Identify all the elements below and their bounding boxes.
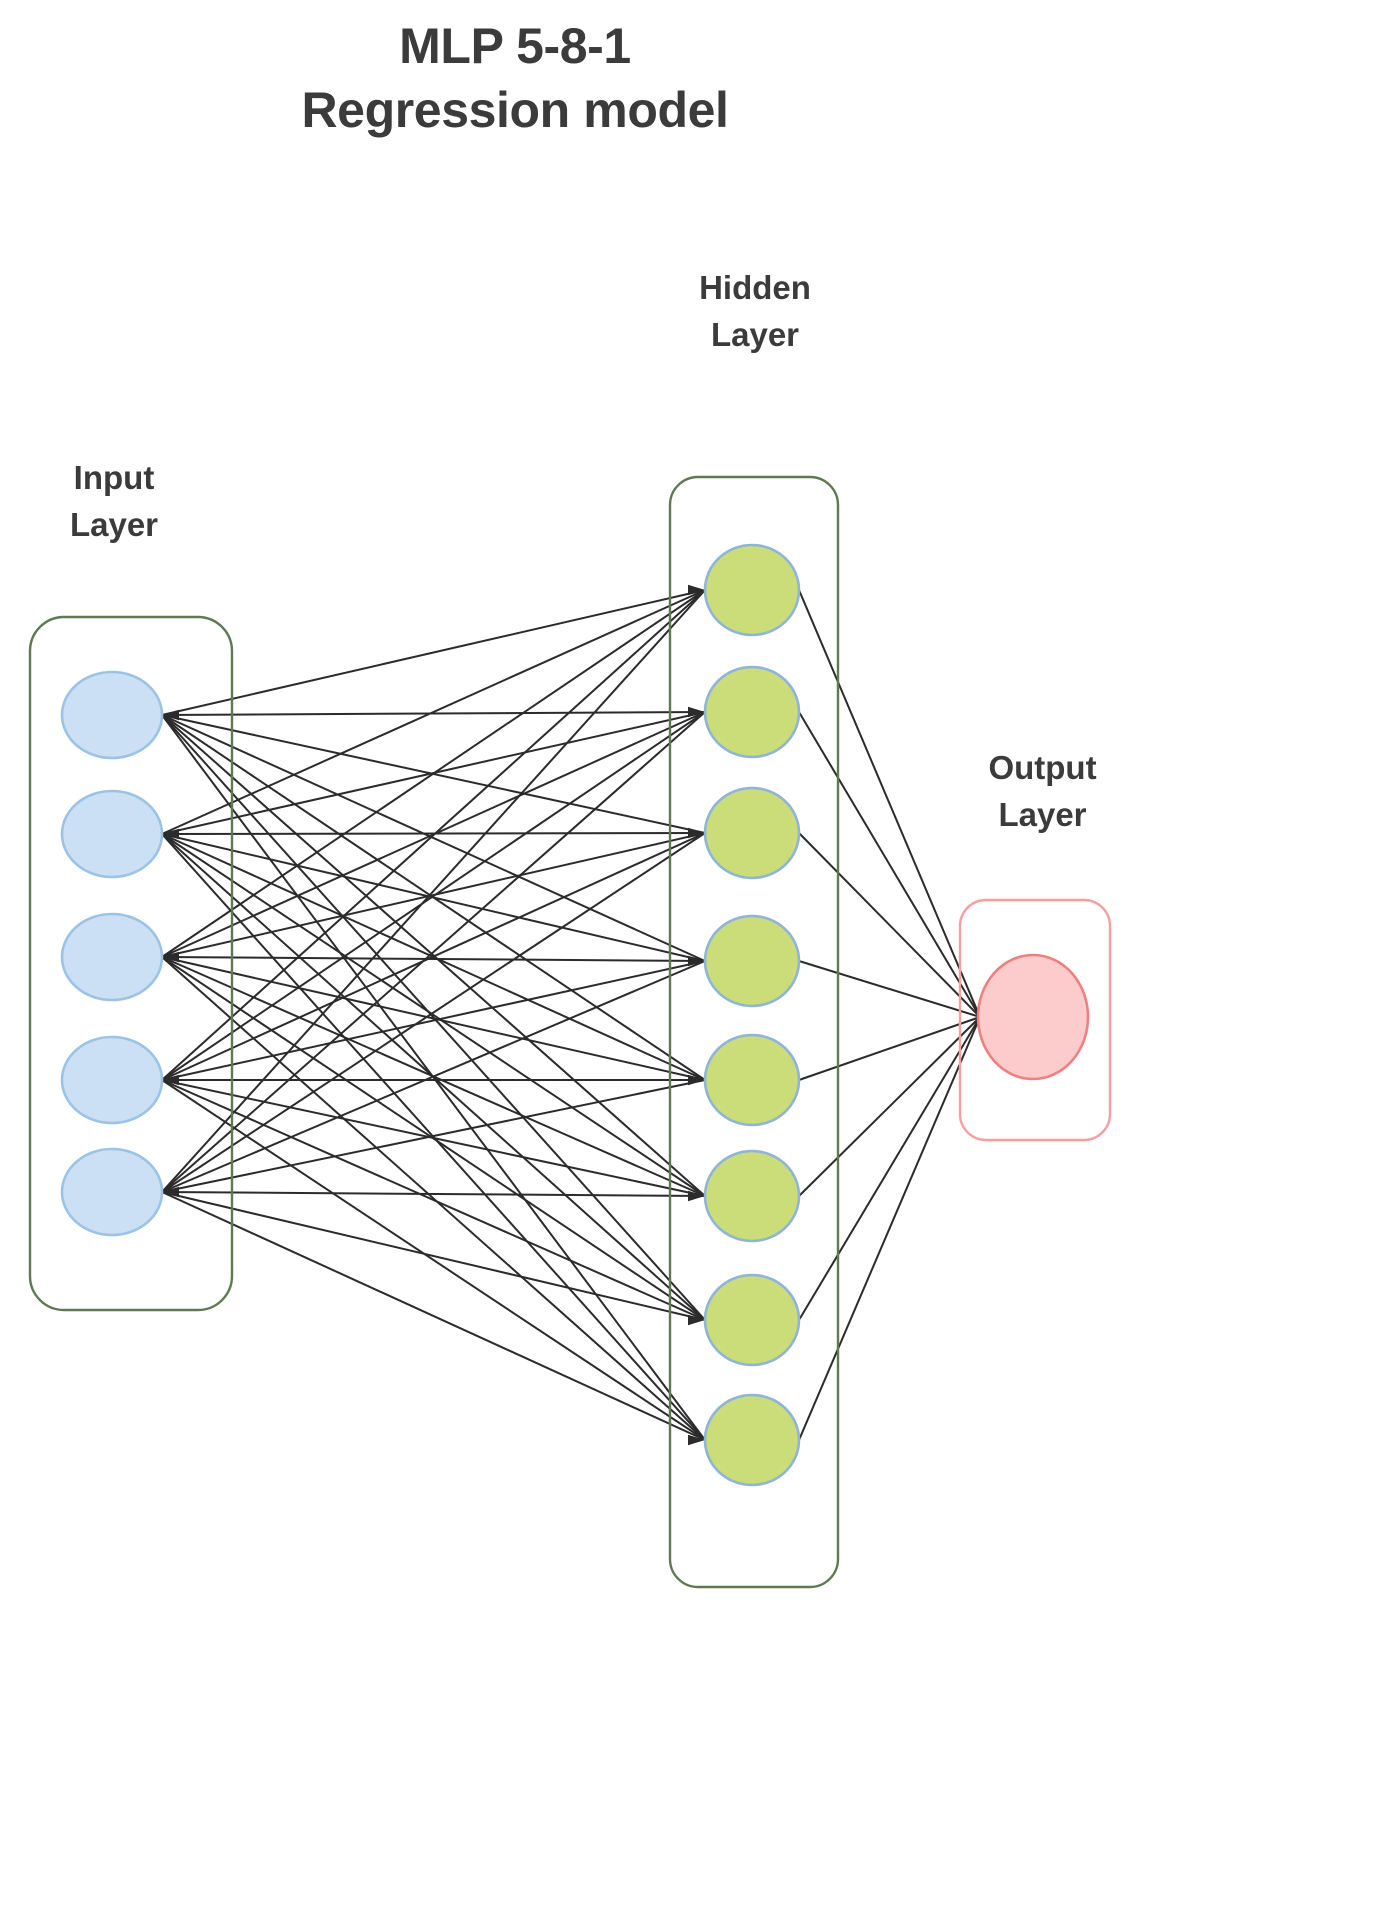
edge-arrowhead <box>688 955 705 967</box>
hidden-node-8 <box>703 1393 801 1487</box>
input-layer-caption: Input Layer <box>14 455 214 549</box>
layer-nodes-group <box>60 543 1090 1487</box>
input-node-3 <box>60 912 164 1002</box>
edge-input-hidden <box>161 589 706 716</box>
edge-input-hidden <box>161 1079 706 1193</box>
edge-arrowhead <box>688 827 705 839</box>
edge-input-hidden <box>161 832 706 1193</box>
edge-arrowhead <box>688 1434 705 1446</box>
edge-input-hidden <box>161 1079 706 1197</box>
edge-input-hidden <box>161 956 706 1441</box>
edge-hidden-output <box>798 1016 981 1197</box>
hidden-node-7 <box>703 1273 801 1367</box>
hidden-layer-caption-line-1: Hidden <box>699 269 811 306</box>
hidden-node-4 <box>703 914 801 1008</box>
edge-input-hidden <box>161 1191 706 1441</box>
edge-hidden-output <box>798 832 981 1018</box>
edge-input-hidden <box>161 1079 706 1321</box>
layer-boxes-group <box>28 475 1112 1589</box>
edge-arrowhead <box>688 1190 705 1202</box>
hidden-node-2 <box>703 665 801 759</box>
edge-arrowhead <box>162 1186 179 1198</box>
edge-input-hidden <box>161 833 706 1197</box>
edge-hidden-output <box>798 1016 981 1321</box>
edge-input-hidden <box>161 832 706 1081</box>
input-node-4 <box>60 1035 164 1125</box>
edge-input-hidden <box>161 711 706 1193</box>
edge-arrowhead <box>688 1314 705 1326</box>
input-node-2 <box>60 789 164 879</box>
edge-arrowhead <box>162 709 179 721</box>
edge-hidden-output <box>798 1016 981 1081</box>
edge-input-hidden <box>161 589 706 835</box>
edge-input-hidden <box>161 1191 706 1197</box>
edge-arrowhead <box>688 1074 705 1086</box>
output-node-1 <box>976 953 1090 1081</box>
edge-input-hidden <box>161 711 706 716</box>
edge-input-hidden <box>161 714 706 962</box>
edge-input-hidden <box>161 960 706 1193</box>
layer-box-hidden <box>668 475 840 1589</box>
edge-input-hidden <box>161 960 706 1081</box>
hidden-layer-caption: Hidden Layer <box>650 265 860 359</box>
hidden-node-3 <box>703 786 801 880</box>
layer-box-output <box>958 898 1112 1142</box>
edge-input-hidden <box>161 1191 706 1321</box>
hidden-node-6 <box>703 1149 801 1243</box>
hidden-node-1 <box>703 543 801 637</box>
edge-hidden-output <box>798 711 981 1018</box>
edge-arrowhead <box>162 1074 179 1086</box>
edge-input-hidden <box>161 589 706 1193</box>
edge-input-hidden <box>161 833 706 962</box>
edge-input-hidden <box>161 711 706 1081</box>
output-layer-caption-line-2: Layer <box>998 795 1087 833</box>
input-node-5 <box>60 1147 164 1237</box>
edge-input-hidden <box>161 589 706 1081</box>
edge-arrowhead <box>688 584 705 596</box>
edge-hidden-output <box>798 960 981 1018</box>
output-layer-caption-line-1: Output <box>988 749 1097 786</box>
edge-arrowhead <box>162 951 179 963</box>
layer-box-input <box>28 615 234 1312</box>
edge-input-hidden <box>161 956 706 962</box>
edges-hidden-to-output <box>798 589 981 1441</box>
hidden-layer-caption-line-2: Layer <box>710 315 800 353</box>
edge-input-hidden <box>161 589 706 958</box>
edge-hidden-output <box>798 1016 981 1441</box>
input-layer-caption-line-2: Layer <box>69 505 159 543</box>
edge-input-hidden <box>161 1079 706 1441</box>
output-layer-caption: Output Layer <box>940 745 1145 839</box>
edge-arrowhead <box>162 828 179 840</box>
edge-arrowhead <box>688 706 705 718</box>
edges-input-to-hidden <box>161 584 706 1446</box>
edge-input-hidden <box>161 956 706 1081</box>
hidden-node-5 <box>703 1033 801 1127</box>
edge-hidden-output <box>798 589 981 1018</box>
input-layer-caption-line-1: Input <box>73 459 155 496</box>
input-node-1 <box>60 670 164 760</box>
